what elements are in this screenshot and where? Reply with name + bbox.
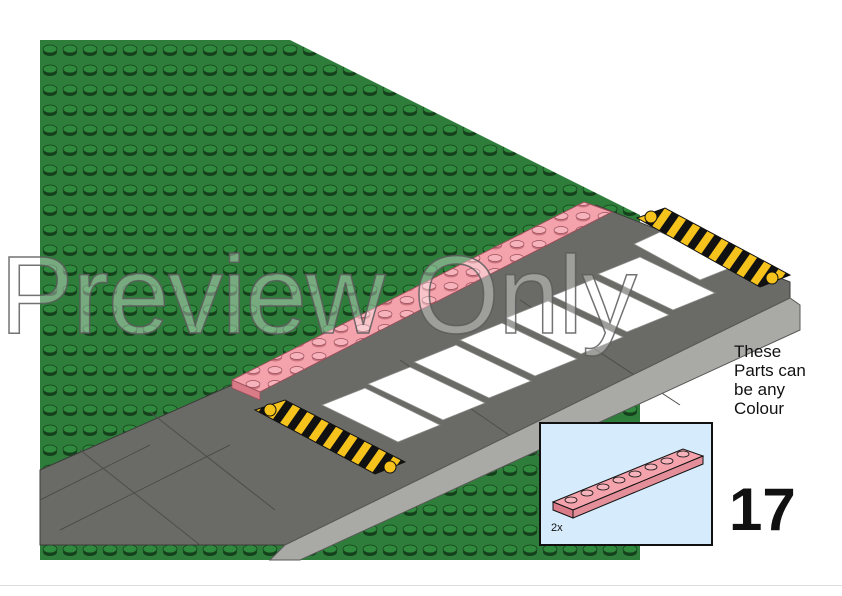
parts-callout: 2x bbox=[539, 422, 713, 546]
part-quantity: 2x bbox=[551, 522, 563, 534]
pink-plates-side bbox=[231, 379, 261, 401]
curb-edge bbox=[268, 297, 801, 561]
note-line: These bbox=[734, 342, 782, 361]
parts-colour-note: These Parts can be any Colour bbox=[734, 342, 806, 418]
step-number: 17 bbox=[729, 476, 796, 543]
note-line: Parts can bbox=[734, 361, 806, 380]
crosswalk-stripes bbox=[321, 231, 737, 443]
pink-1x8-plate-icon bbox=[551, 448, 705, 519]
note-line: be any bbox=[734, 380, 786, 399]
note-line: Colour bbox=[734, 399, 785, 418]
page-divider bbox=[0, 585, 842, 586]
hazard-tile-right bbox=[635, 207, 792, 288]
hazard-tile-left bbox=[253, 399, 407, 475]
